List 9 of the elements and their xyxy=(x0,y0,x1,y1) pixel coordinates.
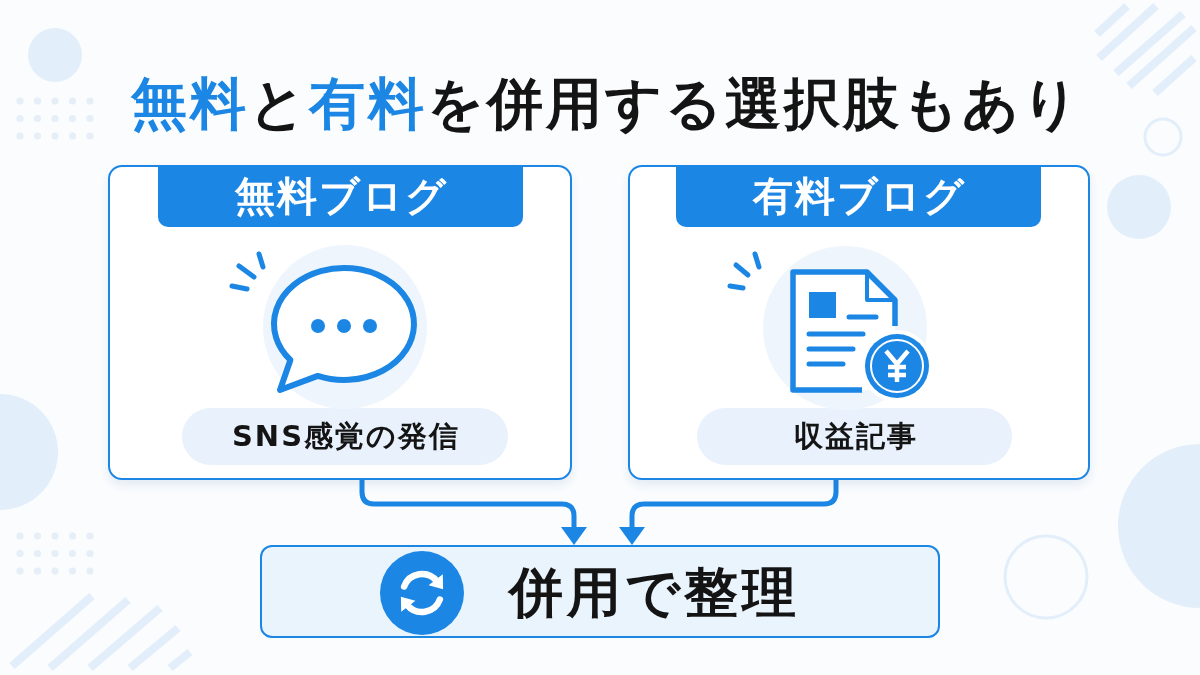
label-pill: SNS感覚の発信 xyxy=(182,408,508,465)
label-pill: 収益記事 xyxy=(697,408,1012,465)
card xyxy=(628,165,1090,480)
card xyxy=(108,165,572,480)
header-tab: 有料ブログ xyxy=(676,165,1041,227)
header-tab: 無料ブログ xyxy=(158,165,523,227)
summary-box xyxy=(260,545,940,638)
box-label: 併用で整理 xyxy=(509,561,800,625)
title: 無料と有料を併用する選択肢もあり xyxy=(131,70,1082,138)
